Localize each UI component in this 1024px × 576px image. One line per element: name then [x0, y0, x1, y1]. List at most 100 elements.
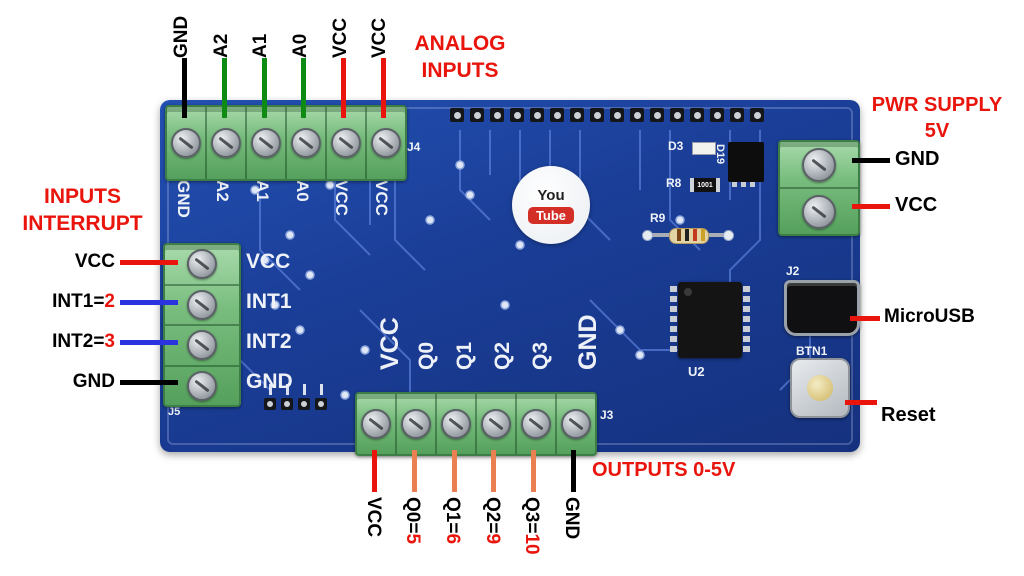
terminal-screw: [291, 128, 321, 158]
terminal-cell: [165, 326, 239, 367]
silk-j3: J3: [600, 408, 614, 422]
header-pin: [470, 108, 484, 122]
smd-component-d19: [728, 142, 764, 187]
solder-pad: [723, 230, 734, 241]
pointer-line: [571, 450, 576, 492]
silk-mark: [315, 384, 327, 395]
pin-label-gnd: GND: [72, 371, 115, 392]
terminal-screw: [187, 249, 217, 280]
pin-label-q2: Q2=9: [482, 497, 503, 545]
silk-pin-label: Q3: [529, 341, 552, 370]
resistor-stripe: [701, 229, 705, 241]
pin-label-int1: INT1=2: [52, 291, 115, 312]
r8-value: 1001: [697, 181, 713, 189]
logo-text-top: You: [537, 186, 565, 204]
terminal-screw: [802, 147, 836, 182]
silk-pin-label: GND: [246, 370, 293, 393]
microusb-connector[interactable]: [784, 280, 860, 336]
resistor-body: [669, 228, 709, 244]
header-pin: [730, 108, 744, 122]
reset-button[interactable]: [790, 358, 850, 418]
terminal-screw: [802, 194, 836, 229]
pin-label-a0: A0: [290, 33, 311, 58]
silk-pin-label: VCC: [332, 180, 351, 216]
reset-label: Reset: [881, 404, 936, 426]
pointer-line: [372, 450, 377, 492]
pointer-line: [341, 58, 346, 118]
pointer-line: [850, 316, 880, 321]
silk-btn1: BTN1: [796, 344, 828, 358]
silk-pin-label: Q2: [491, 341, 514, 370]
pin-header-row: [450, 108, 764, 122]
silk-r8: R8: [666, 176, 682, 190]
terminal-cell: [167, 107, 207, 179]
smd-diode-d3: [692, 142, 716, 155]
terminal-cell: [357, 394, 397, 454]
pin-label-q1: Q1=6: [442, 497, 463, 545]
silk-pin-label: INT2: [246, 330, 292, 353]
pointer-line: [412, 450, 417, 492]
pin-label-gnd: GND: [895, 148, 940, 170]
silk-pin-label: GND: [574, 314, 602, 370]
silk-j5: J5: [168, 406, 181, 418]
resistor-stripe: [677, 229, 681, 241]
resistor-stripe: [693, 229, 697, 241]
terminal-screw: [187, 289, 217, 320]
pin-label-q3: Q3=10: [521, 497, 542, 555]
terminal-block-analog-j4: [165, 105, 407, 181]
pin-label-gnd: GND: [561, 497, 582, 540]
terminal-screw: [521, 409, 551, 439]
pin-label-a1: A1: [250, 33, 271, 58]
silk-pin-label: INT1: [246, 290, 292, 313]
terminal-cell: [397, 394, 437, 454]
microusb-label: MicroUSB: [884, 306, 975, 327]
pin-label-vcc: VCC: [363, 497, 384, 538]
terminal-screw: [441, 409, 471, 439]
header-pin: [490, 108, 504, 122]
pin-label-vcc: VCC: [330, 17, 351, 58]
pwr-supply-title: PWR SUPPLY 5V: [871, 94, 1003, 142]
silk-u2: U2: [688, 364, 705, 379]
header-pin: [610, 108, 624, 122]
pointer-line: [120, 260, 178, 265]
terminal-cell: [557, 394, 595, 454]
pointer-line: [531, 450, 536, 492]
silk-d3: D3: [668, 139, 684, 153]
header-pin: [570, 108, 584, 122]
silk-pin-label: Q1: [453, 341, 476, 370]
youtube-logo: You Tube: [512, 166, 590, 244]
silk-mark: [298, 384, 310, 395]
pointer-line: [120, 300, 178, 305]
terminal-screw: [361, 409, 391, 439]
header-pin: [530, 108, 544, 122]
terminal-screw: [171, 128, 201, 158]
pointer-line: [852, 204, 890, 209]
terminal-cell: [287, 107, 327, 179]
pointer-line: [381, 58, 386, 118]
pin-label-int2: INT2=3: [52, 331, 115, 352]
header-pin: [690, 108, 704, 122]
silk-j4: J4: [407, 140, 421, 154]
silk-pin-label: VCC: [376, 317, 404, 370]
silk-d19: D19: [714, 144, 726, 165]
pin-label-vcc: VCC: [74, 251, 115, 272]
header-pin: [264, 398, 276, 410]
solder-pad: [642, 230, 653, 241]
silk-pin-label: Q0: [415, 341, 438, 370]
header-pin: [590, 108, 604, 122]
terminal-cell: [780, 189, 858, 234]
terminal-cell: [247, 107, 287, 179]
terminal-screw: [251, 128, 281, 158]
silk-r9: R9: [650, 211, 666, 225]
header-pin: [670, 108, 684, 122]
terminal-block-interrupt-j5: [163, 243, 241, 407]
chip-notch: [684, 288, 692, 296]
silk-pin-label: A2: [213, 180, 232, 202]
terminal-block-outputs-j3: [355, 392, 597, 456]
terminal-block-power: [778, 140, 860, 236]
terminal-cell: [477, 394, 517, 454]
terminal-cell: [367, 107, 405, 179]
pointer-line: [301, 58, 306, 118]
pin-label-vcc: VCC: [369, 17, 390, 58]
